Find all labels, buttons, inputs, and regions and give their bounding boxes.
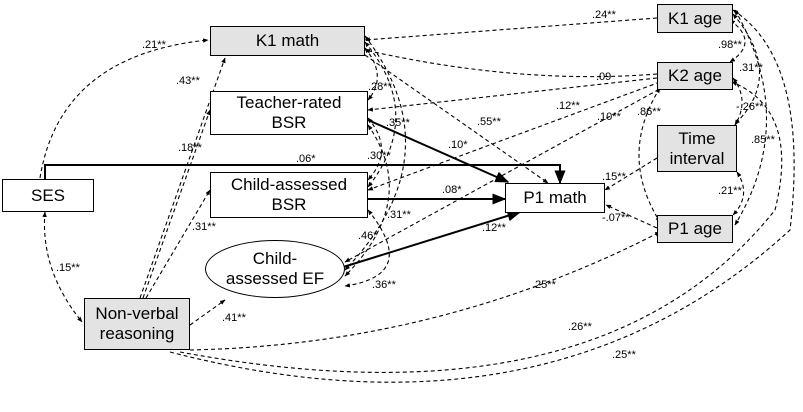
node-child-assessed-ef: Child- assessed EF [205,240,345,298]
coef-k2age-childbsr: .10** [597,111,621,123]
coef-k2age-ef: .86** [637,106,661,118]
path-k2age-k1math [364,48,658,78]
path-teacher-to-p1math [367,119,510,183]
cov-childbsr-ef [344,209,390,288]
path-p1age-p1math [605,204,658,229]
coef-time-p1age: .21** [718,185,742,197]
cov-k1-p1age [734,9,768,226]
path-k2age-childbsr [367,81,661,191]
cov-k2-p1age-left [638,87,661,223]
coef-nv-teacher: .18** [178,142,202,154]
coef-k1-k2: .98** [718,39,742,51]
coef-childbsr-p1math: .08* [442,184,462,196]
coef-nv-k2age: .26** [568,321,592,333]
node-k1-age: K1 age [657,4,733,33]
path-nv-k2age [179,81,783,373]
path-k2age-ef [344,85,666,263]
cov-k1math-childbsr [364,41,397,188]
node-non-verbal-reasoning: Non-verbal reasoning [84,298,190,350]
path-nv-teacher [142,109,211,299]
coef-nv-ef: .41** [222,312,246,324]
node-p1-math: P1 math [505,183,605,213]
coef-k2age-teacher: .12** [556,100,580,112]
path-nv-ef [189,299,226,326]
cov-ses-nv [42,211,83,323]
coef-k1-p1age: .85** [751,134,775,146]
coef-ef-p1math: .12** [482,222,506,234]
cov-teacher-ef [344,124,390,277]
coef-ses-k1math: .21** [142,39,166,51]
coef-k1math-ef: .31** [387,209,411,221]
coef-teacher-childbsr: .30** [367,150,391,162]
node-teacher-rated-bsr: Teacher-rated BSR [210,91,368,135]
cov-k1-time [732,13,761,125]
path-nv-k1age [169,9,795,383]
coef-p1age-p1math: -.07** [602,212,630,224]
coef-nv-k1age: .25** [612,349,636,361]
coef-k1math-p1math: .55** [477,116,501,128]
path-k1age-k1math [364,17,658,42]
path-ses-to-p1math [44,164,566,185]
path-k1math-p1math [364,54,549,184]
coef-k1-time: .31** [739,62,763,74]
coef-teacher-p1math: .10* [448,139,468,151]
coef-k1math-teacher: .28** [368,81,392,93]
coef-k2-time: -.26** [736,101,764,113]
coef-childbsr-ef: .36** [372,279,396,291]
path-ses-k1math [39,38,209,179]
path-nv-childbsr [145,189,211,299]
node-ses: SES [2,179,94,212]
coef-ses-nv: .15** [56,262,80,274]
path-time-p1math [604,157,658,191]
coef-ses-p1math: .06* [296,153,316,165]
cov-time-p1age [732,171,745,216]
coef-nv-p1age: .25** [532,279,556,291]
coef-nv-childbsr: .31** [192,221,216,233]
coef-k2age-k1math: .09 [596,71,612,83]
node-time-interval: Time interval [657,125,737,172]
coef-k1math-childbsr: .35** [386,117,410,129]
node-p1-age: P1 age [657,215,733,243]
coef-k1age-k1math: .24** [592,9,616,21]
cov-k1math-ef [344,35,406,271]
node-k1-math: K1 math [210,26,365,56]
coef-nv-k1math: .43** [176,75,200,87]
coef-time-p1math: .15** [602,171,626,183]
cov-teacher-childbsr [367,117,382,181]
node-k2-age: K2 age [657,62,733,90]
node-child-assessed-bsr: Child-assessed BSR [210,172,368,218]
path-nv-p1age [189,231,661,351]
coef-teacher-ef: .46* [358,230,378,242]
path-k2age-teacher [367,77,658,112]
